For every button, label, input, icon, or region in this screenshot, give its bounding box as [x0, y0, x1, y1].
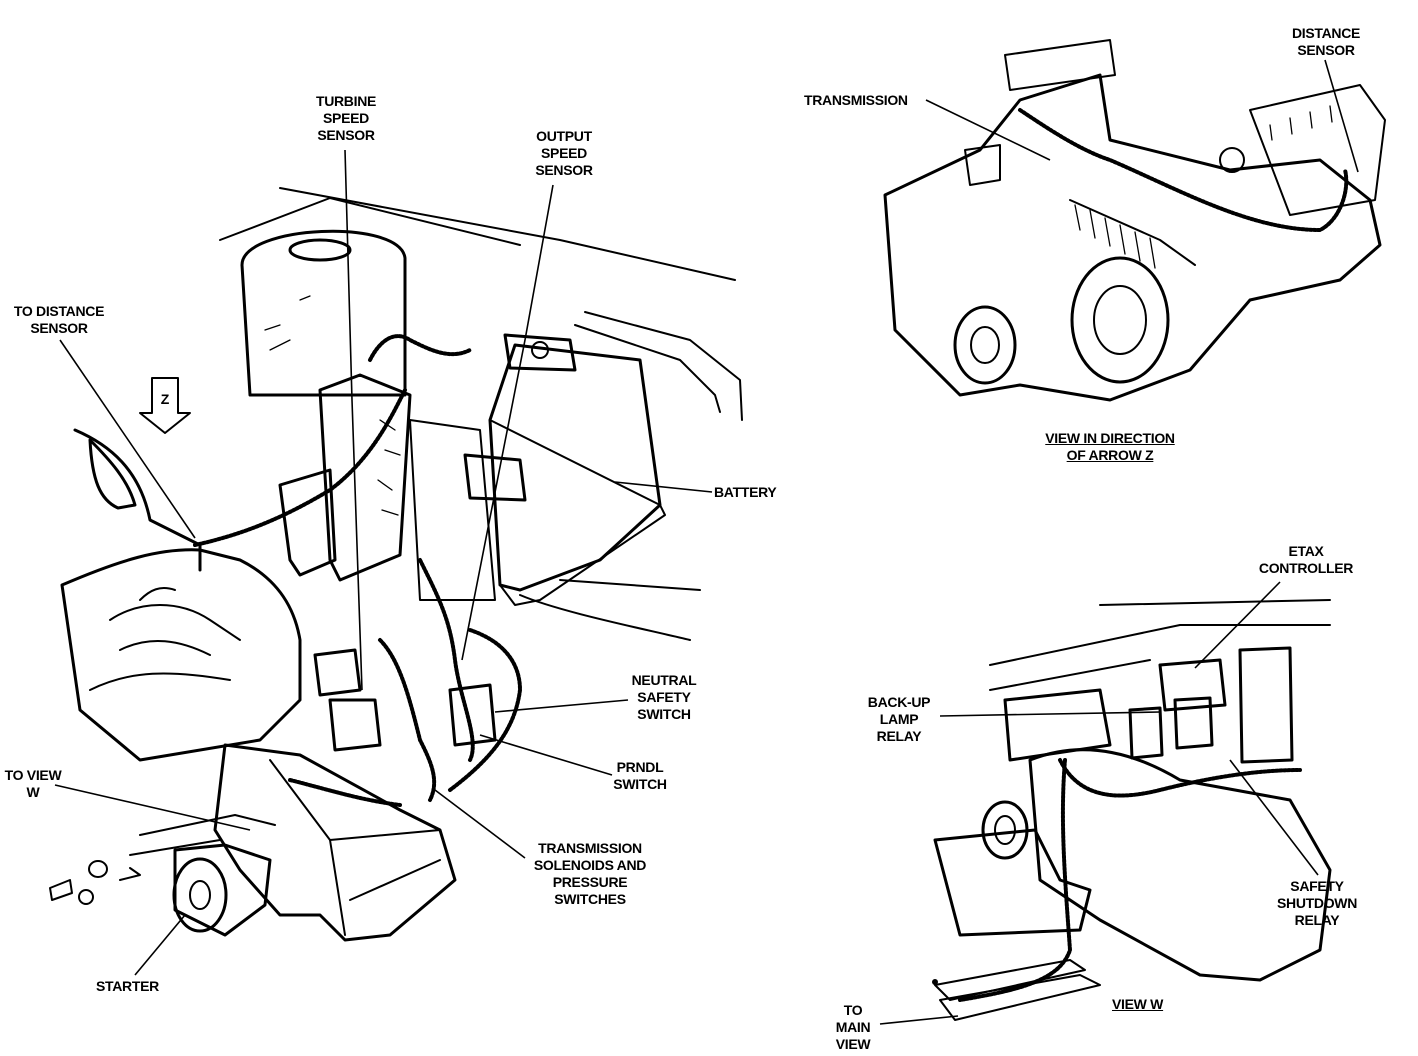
view-w-illustration — [932, 599, 1332, 1021]
view-z-illustration — [883, 39, 1386, 402]
label-neutral-safety-switch: NEUTRAL SAFETY SWITCH — [631, 672, 697, 722]
arrow-z-letter: Z — [161, 391, 170, 407]
label-etax-controller: ETAX CONTROLLER — [1258, 543, 1354, 576]
main-view-leader-lines — [54, 149, 713, 976]
view-z-leader-lines — [925, 59, 1359, 173]
label-battery: BATTERY — [714, 484, 777, 500]
label-to-distance-sensor: TO DISTANCE SENSOR — [13, 303, 105, 336]
caption-view-w: VIEW W — [1112, 996, 1164, 1012]
label-back-up-lamp-relay: BACK-UP LAMP RELAY — [867, 694, 931, 744]
caption-view-in-direction-of-arrow-z: VIEW IN DIRECTION OF ARROW Z — [1045, 430, 1175, 463]
label-to-main-view: TO MAIN VIEW — [835, 1002, 871, 1052]
label-transmission-solenoids-and-pressure-switches: TRANSMISSION SOLENOIDS AND PRESSURE SWIT… — [533, 840, 647, 907]
label-turbine-speed-sensor: TURBINE SPEED SENSOR — [315, 93, 377, 143]
label-distance-sensor: DISTANCE SENSOR — [1291, 25, 1361, 58]
label-starter: STARTER — [96, 978, 159, 994]
label-to-view-w: TO VIEW W — [4, 767, 62, 800]
label-transmission: TRANSMISSION — [804, 92, 908, 108]
label-prndl-switch: PRNDL SWITCH — [613, 759, 667, 792]
view-w-leader-lines — [879, 581, 1319, 1025]
label-safety-shutdown-relay: SAFETY SHUTDOWN RELAY — [1276, 878, 1358, 928]
main-view-illustration: Z — [49, 187, 743, 942]
label-output-speed-sensor: OUTPUT SPEED SENSOR — [535, 128, 593, 178]
